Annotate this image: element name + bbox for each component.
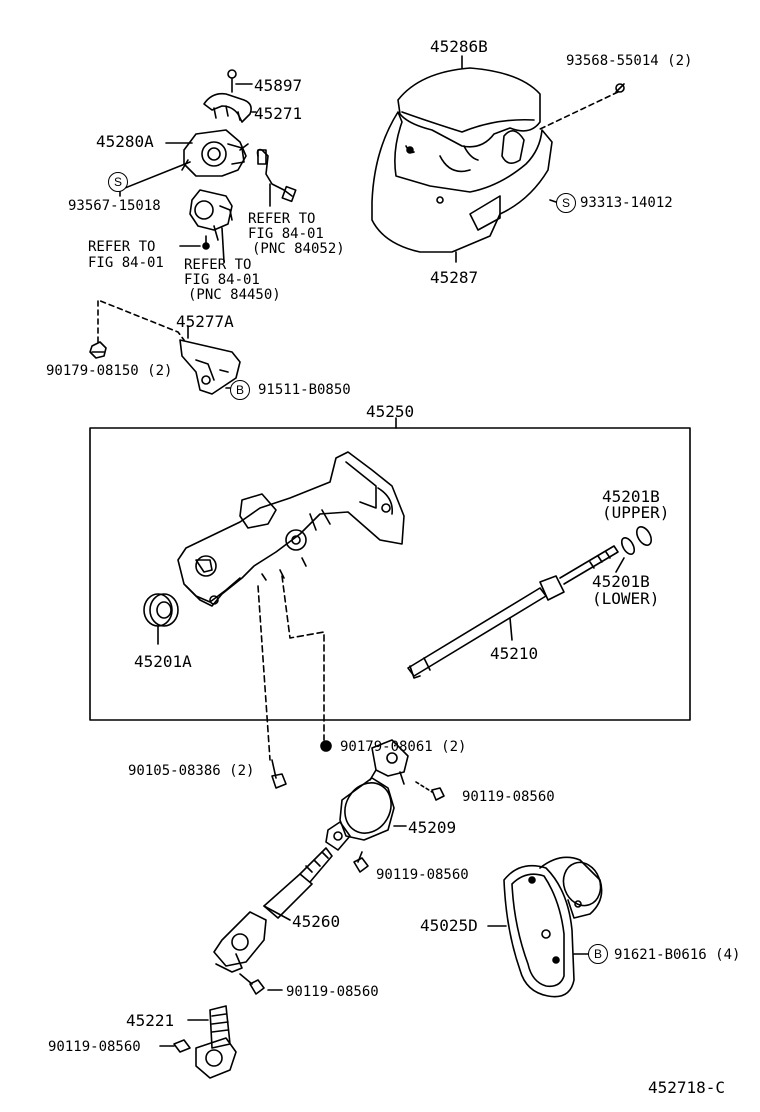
refer-note-2-line2: FIG 84-01 — [88, 255, 164, 271]
label-upper: (UPPER) — [602, 503, 670, 522]
column-assembly-part — [177, 451, 405, 607]
clamp-45271-part — [203, 92, 257, 123]
label-90119-08560-c: 90119-08560 — [286, 984, 379, 1000]
label-45209: 45209 — [408, 818, 457, 837]
label-93568-55014: 93568-55014 (2) — [566, 53, 693, 69]
column-cover-lower-45287-part — [371, 111, 553, 263]
label-90179-08061: 90179-08061 (2) — [340, 739, 467, 755]
bearing-45201a-part — [143, 593, 179, 645]
leader-93313 — [549, 199, 557, 203]
label-90119-08560-d: 90119-08560 — [48, 1039, 141, 1055]
label-91511-b0850: 91511-B0850 — [258, 382, 351, 398]
dashed-leader-93568 — [537, 91, 619, 131]
label-45897: 45897 — [254, 76, 303, 95]
label-45287: 45287 — [430, 268, 479, 287]
screw-90119-a-part — [415, 781, 445, 801]
lock-housing-45280a-part — [165, 129, 249, 177]
bracket-45277a-part — [179, 325, 241, 395]
nut-90179-08150-part — [89, 341, 107, 359]
lock-cylinder-part — [189, 189, 233, 250]
screw-90119-b-part — [353, 851, 369, 873]
diagram-id: 452718-C — [648, 1078, 726, 1097]
s-badge-icon: S — [108, 172, 128, 192]
snap-ring-45201b-upper-part — [635, 526, 653, 546]
joint-45221-part — [187, 1005, 237, 1079]
label-93567-15018: 93567-15018 — [68, 198, 161, 214]
snap-ring-45201b-lower-part — [615, 537, 636, 573]
bolt-45897-part — [227, 69, 253, 93]
label-90119-08560-a: 90119-08560 — [462, 789, 555, 805]
screw-90119-c-part — [239, 973, 283, 995]
refer-note-3-line2: FIG 84-01 — [184, 272, 260, 288]
column-cover-upper-45286b-part — [397, 55, 541, 161]
label-45201b-upper: 45201B — [602, 487, 660, 506]
refer-note-3-line1: REFER TO — [184, 257, 252, 273]
refer-note-1-line3: (PNC 84052) — [252, 241, 345, 257]
label-45277a: 45277A — [176, 312, 234, 331]
label-90179-08150: 90179-08150 (2) — [46, 363, 173, 379]
screw-93568-part — [615, 83, 625, 93]
label-45250: 45250 — [366, 402, 415, 421]
label-45280a: 45280A — [96, 132, 154, 151]
s-badge-icon: S — [556, 193, 576, 213]
label-93313-14012: 93313-14012 — [580, 195, 673, 211]
label-45221: 45221 — [126, 1011, 175, 1030]
label-45210: 45210 — [490, 644, 539, 663]
dashed-leader-nut-bracket — [97, 299, 185, 343]
label-45201b-lower: 45201B — [592, 572, 650, 591]
label-45025d: 45025D — [420, 916, 478, 935]
b-badge-icon: B — [588, 944, 608, 964]
label-45286b: 45286B — [430, 37, 488, 56]
label-lower: (LOWER) — [592, 589, 660, 608]
yoke-45209-part — [325, 739, 409, 851]
label-91621-b0616: 91621-B0616 (4) — [614, 947, 741, 963]
nut-90179-08061-part — [320, 740, 332, 752]
leader-lines-top-left — [119, 161, 271, 263]
boot-45025d-part — [487, 856, 603, 998]
label-45271: 45271 — [254, 104, 303, 123]
switch-wire-part — [256, 148, 297, 203]
shaft-45210-part — [407, 545, 619, 679]
dashed-lines-column-bolts — [257, 575, 325, 761]
b-badge-icon: B — [230, 380, 250, 400]
refer-note-1-line2: FIG 84-01 — [248, 226, 324, 242]
label-90105-08386: 90105-08386 (2) — [128, 763, 255, 779]
refer-note-2-line1: REFER TO — [88, 239, 156, 255]
screw-90119-d-part — [159, 1039, 191, 1053]
refer-note-3-line3: (PNC 84450) — [188, 287, 281, 303]
bolt-90105-part — [271, 759, 287, 789]
label-45260: 45260 — [292, 912, 341, 931]
shaft-45260-part — [213, 847, 333, 973]
label-90119-08560-b: 90119-08560 — [376, 867, 469, 883]
label-45201a: 45201A — [134, 652, 192, 671]
assembly-box-45250 — [89, 427, 691, 721]
refer-note-1-line1: REFER TO — [248, 211, 316, 227]
